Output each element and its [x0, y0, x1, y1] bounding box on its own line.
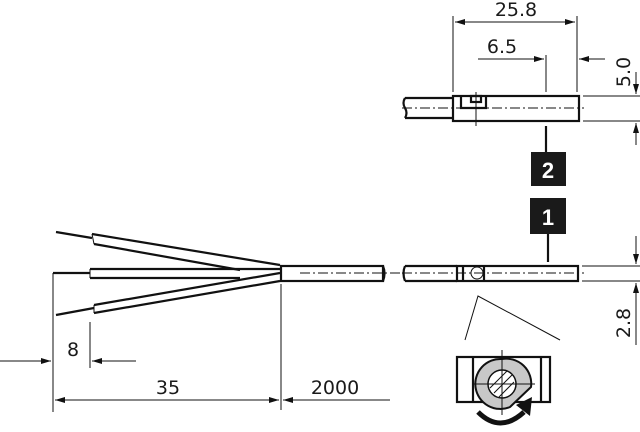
dimension-overall-length: 25.8	[452, 0, 578, 92]
rotation-arrow-icon	[476, 397, 532, 426]
dim-label-25-8: 25.8	[495, 0, 537, 21]
svg-text:2: 2	[542, 158, 554, 183]
dim-label-6-5: 6.5	[487, 36, 517, 58]
dim-label-5-0: 5.0	[613, 57, 635, 87]
dimension-sensing-offset: 6.5	[478, 36, 605, 92]
sensor-side-view	[402, 264, 584, 283]
dim-label-2000: 2000	[311, 377, 359, 399]
dimension-cable-length: 2000	[283, 377, 390, 403]
callout-2: 2	[531, 126, 566, 186]
sensor-top-view	[402, 92, 584, 126]
dimension-breakout-length: 35	[55, 284, 282, 410]
dim-label-35: 35	[156, 377, 180, 399]
dim-label-8: 8	[67, 339, 79, 361]
detail-view	[455, 295, 561, 415]
dimension-strip-length: 8	[0, 273, 136, 412]
dimension-height-top: 5.0	[583, 57, 640, 145]
lead-wires	[53, 230, 281, 317]
dim-label-2-8: 2.8	[613, 308, 635, 338]
callout-1: 1	[530, 198, 566, 262]
cable	[279, 264, 400, 283]
dimension-diameter-side: 2.8	[582, 236, 640, 345]
svg-text:1: 1	[542, 205, 554, 230]
